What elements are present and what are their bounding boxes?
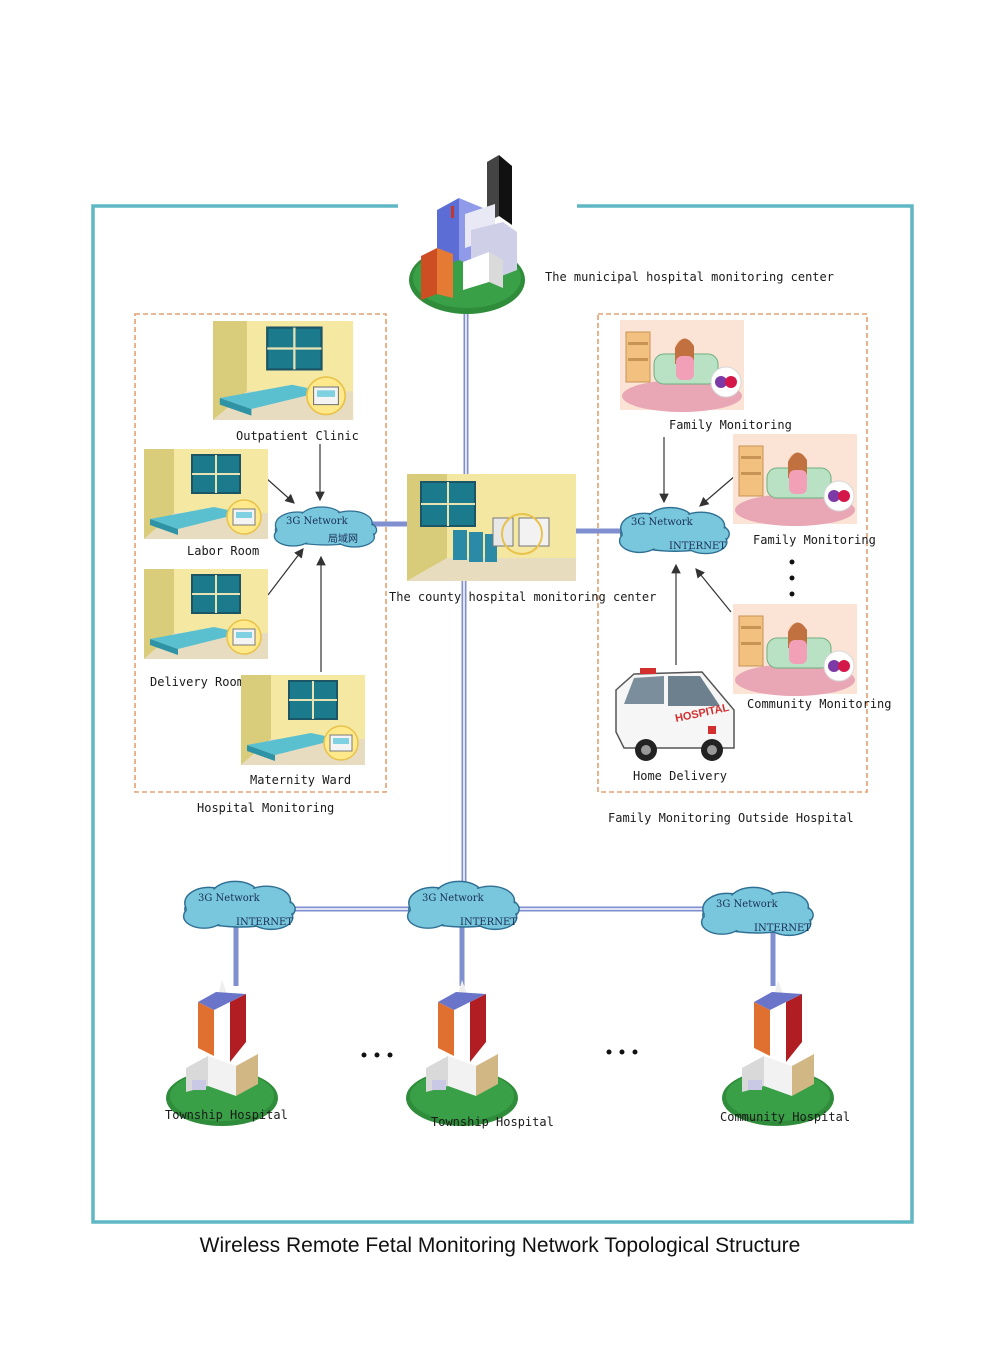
cloud-label-bottom: INTERNET: [754, 923, 811, 934]
room-label-outpatient: Outpatient Clinic: [236, 429, 359, 443]
city-buildings-icon: [409, 155, 525, 314]
hospital-room-icon: [211, 319, 355, 422]
home-monitoring-icon: [732, 433, 858, 527]
family-label-2: Family Monitoring: [753, 533, 876, 547]
hospital-room-icon: [240, 674, 366, 766]
hospital-label-township-1: Township Hospital: [165, 1108, 288, 1122]
room-label-delivery: Delivery Room: [150, 675, 244, 689]
cloud-label-top: 3G Network: [286, 516, 349, 527]
home-delivery-label: Home Delivery: [633, 769, 727, 783]
data-arrows: [265, 437, 736, 672]
cloud-label-top: 3G Network: [422, 893, 485, 904]
network-cloud-icon: 3G Network INTERNET: [700, 886, 814, 937]
ellipsis-dots: [361, 1049, 638, 1058]
network-cloud-icon: 3G Network INTERNET: [182, 880, 296, 931]
room-label-maternity: Maternity Ward: [250, 773, 351, 787]
network-cloud-icon: 3G Network INTERNET: [406, 880, 520, 931]
county-center-room-icon: [407, 474, 576, 581]
county-center-label: The county hospital monitoring center: [389, 590, 656, 604]
cloud-label-bottom: INTERNET: [236, 917, 293, 928]
family-monitoring-outside-label: Family Monitoring Outside Hospital: [608, 811, 854, 825]
hospital-label-township-2: Township Hospital: [431, 1115, 554, 1129]
municipal-center-label: The municipal hospital monitoring center: [545, 270, 834, 284]
hospital-room-icon: [143, 448, 269, 540]
cloud-label-bottom: INTERNET: [669, 541, 726, 552]
home-monitoring-icon: [619, 319, 745, 413]
township-hospital-building-icon: [722, 980, 834, 1126]
community-monitoring-label: Community Monitoring: [747, 697, 892, 711]
room-label-labor: Labor Room: [187, 544, 259, 558]
township-hospital-building-icon: [166, 980, 278, 1126]
outer-frame: [91, 204, 914, 1224]
hospital-room-icon: [143, 568, 269, 660]
hospital-monitoring-label: Hospital Monitoring: [197, 801, 334, 815]
family-label-1: Family Monitoring: [669, 418, 792, 432]
hospital-monitoring-box: [134, 313, 387, 793]
ellipsis-dots: [789, 559, 795, 597]
hospital-label-community: Community Hospital: [720, 1110, 850, 1124]
family-monitoring-box: [597, 313, 868, 793]
page-title: Wireless Remote Fetal Monitoring Network…: [199, 1234, 801, 1257]
cloud-label-top: 3G Network: [716, 899, 779, 910]
network-cloud-icon: 3G Network INTERNET: [618, 506, 730, 555]
network-cloud-icon: 3G Network 局域网: [273, 506, 378, 548]
township-hospital-building-icon: [406, 980, 518, 1126]
cloud-label-top: 3G Network: [631, 517, 694, 528]
home-monitoring-icon: [732, 603, 858, 697]
cloud-label-bottom: INTERNET: [460, 917, 517, 928]
cloud-label-bottom: 局域网: [328, 532, 358, 545]
cloud-label-top: 3G Network: [198, 893, 261, 904]
ambulance-icon: HOSPITAL: [615, 668, 735, 761]
